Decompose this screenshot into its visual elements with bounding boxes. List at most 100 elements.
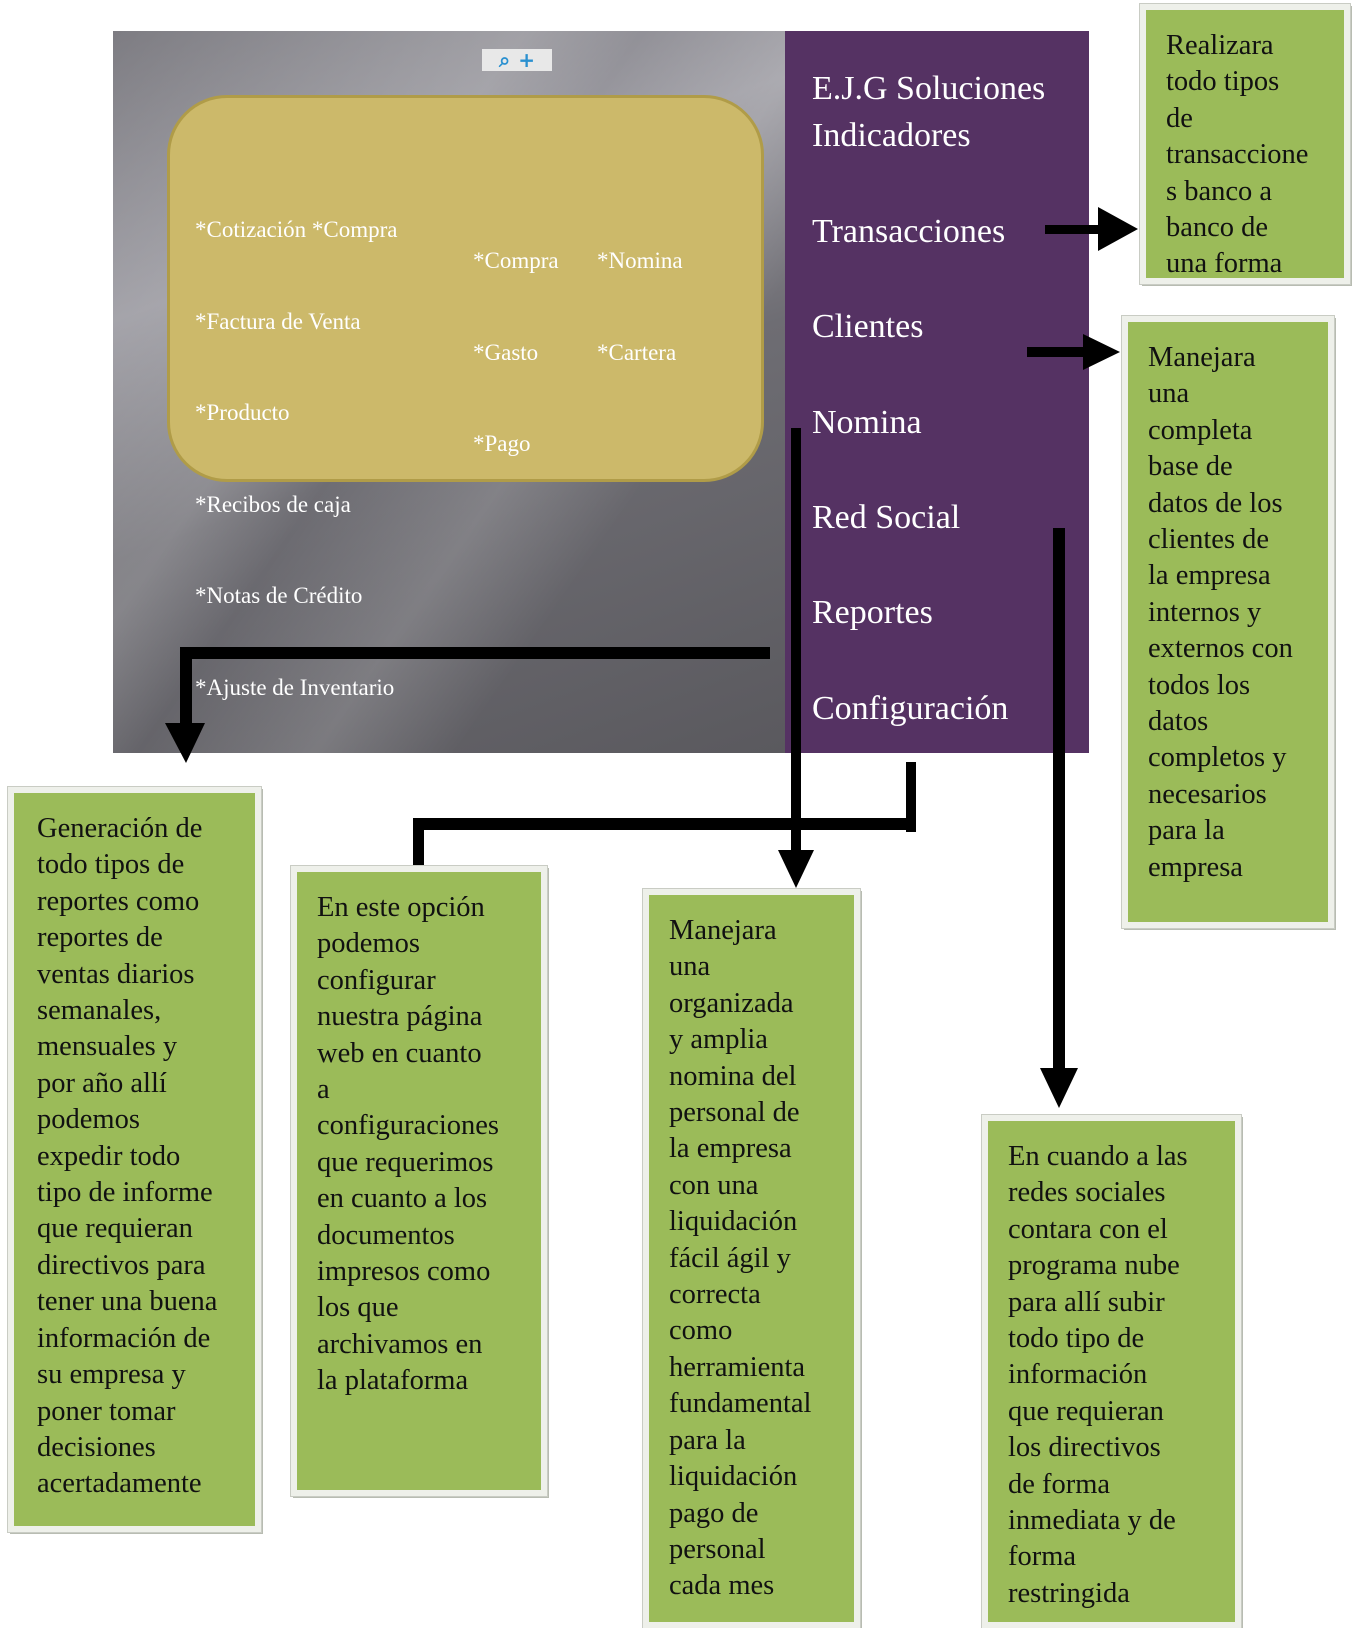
modules-card — [167, 95, 764, 482]
note-line: datos de los — [1148, 487, 1283, 519]
note-line: web en cuanto — [317, 1037, 482, 1069]
plus-icon[interactable]: + — [518, 48, 535, 72]
note-line: Manejara — [669, 915, 777, 946]
note-line: podemos — [317, 928, 420, 960]
note-line: de forma — [1008, 1468, 1111, 1500]
menu-item-configuracion[interactable]: Configuración — [812, 690, 1009, 727]
menu-item-transacciones[interactable]: Transacciones — [812, 213, 1006, 250]
note-line: tener una buena — [37, 1286, 218, 1318]
note-line: liquidación — [669, 1461, 798, 1493]
note-line: empresa — [1148, 851, 1243, 883]
card-item: *Nomina — [597, 248, 683, 273]
note-line: personal — [669, 1533, 766, 1565]
note-line: personal de — [669, 1097, 800, 1129]
arrow-reportes-h — [180, 647, 770, 659]
note-line: inmediata y de — [1008, 1505, 1176, 1537]
arrow-reportes-v — [180, 647, 192, 727]
note-line: fácil ágil y — [669, 1242, 791, 1274]
search-icon[interactable]: ⌕ — [499, 48, 511, 72]
card-item: *Pago — [473, 431, 531, 456]
note-line: En cuando a las — [1008, 1141, 1188, 1172]
note-red-social: En cuando a las redes sociales contara c… — [981, 1114, 1242, 1628]
brand-title: E.J.G Soluciones — [812, 70, 1046, 107]
menu-item-clientes[interactable]: Clientes — [812, 308, 924, 345]
note-line: mensuales y — [37, 1031, 178, 1063]
note-line: todo tipos — [1166, 66, 1280, 98]
note-line: s banco a — [1166, 175, 1273, 207]
card-item: *Producto — [195, 400, 290, 425]
arrow-nomina-head — [778, 850, 814, 888]
note-line: la empresa — [669, 1133, 792, 1165]
note-line: que requieran — [1008, 1395, 1164, 1427]
note-line: internos y — [1148, 596, 1262, 628]
note-line: cada mes — [669, 1570, 775, 1602]
note-line: tipo de informe — [37, 1177, 213, 1209]
note-line: nomina del — [669, 1060, 797, 1092]
note-line: clientes de — [1148, 524, 1270, 556]
card-item: *Compra — [473, 248, 559, 273]
note-line: todos los — [1148, 669, 1251, 701]
note-line: expedir todo — [37, 1140, 181, 1172]
menu-item-indicadores[interactable]: Indicadores — [812, 117, 971, 154]
note-line: podemos — [37, 1104, 140, 1136]
note-line: transaccione — [1166, 139, 1309, 171]
note-line: programa nube — [1008, 1250, 1180, 1282]
arrow-transacciones-head — [1098, 207, 1138, 251]
card-column-3: *Nomina *Cartera — [597, 185, 683, 399]
card-item: *Ajuste de Inventario — [195, 674, 395, 700]
menu-item-red-social[interactable]: Red Social — [812, 499, 961, 536]
card-item: *Notas de Crédito — [195, 583, 363, 608]
menu-item-reportes[interactable]: Reportes — [812, 594, 933, 631]
note-line: su empresa y — [37, 1359, 186, 1391]
note-line: Realizara — [1166, 30, 1274, 61]
note-line: a — [317, 1074, 330, 1106]
card-item: *Factura de Venta — [195, 308, 361, 334]
card-item: *Cartera — [597, 339, 677, 365]
arrow-config-v1 — [906, 762, 916, 832]
note-line: una forma — [1166, 248, 1283, 280]
note-line: completa — [1148, 414, 1253, 446]
note-clientes: Manejara una completa base de datos de l… — [1121, 315, 1335, 929]
note-line: pago de — [669, 1497, 759, 1529]
note-line: Manejara — [1148, 342, 1256, 373]
note-line: para la — [1148, 815, 1225, 847]
note-line: impresos como — [317, 1256, 491, 1288]
note-line: una — [1148, 378, 1190, 410]
card-item: *Gasto — [473, 339, 539, 365]
note-line: restringida — [1008, 1577, 1130, 1609]
card-item: *Cotización *Compra — [195, 217, 398, 242]
note-line: todo tipo de — [1008, 1323, 1145, 1355]
note-line: externos con — [1148, 633, 1293, 665]
arrow-red-social-head — [1040, 1068, 1078, 1108]
zoom-toolbar: ⌕ + — [482, 49, 552, 71]
arrow-transacciones — [1045, 225, 1103, 234]
note-configuracion: En este opción podemos configurar nuestr… — [290, 865, 548, 1497]
note-line: de — [1166, 102, 1193, 134]
note-transacciones: Realizara todo tipos de transaccione s b… — [1139, 3, 1351, 285]
note-line: configurar — [317, 964, 436, 996]
note-line: completos y — [1148, 742, 1287, 774]
note-line: banco de — [1166, 212, 1269, 244]
note-line: base de — [1148, 451, 1233, 483]
card-item: *Notas de Traslado entre Bodegas — [195, 766, 510, 791]
note-line: organizada — [669, 987, 794, 1019]
note-line: semanales, — [37, 995, 162, 1027]
note-line: que requerimos — [317, 1146, 494, 1178]
note-line: como — [669, 1315, 733, 1347]
note-line: En este opción — [317, 892, 485, 923]
note-line: todo tipos de — [37, 849, 185, 881]
note-line: reportes como — [37, 885, 200, 917]
note-line: acertadamente — [37, 1468, 202, 1500]
note-line: necesarios — [1148, 778, 1267, 810]
note-line: los que — [317, 1292, 399, 1324]
note-line: Generación de — [37, 813, 203, 844]
menu-item-nomina[interactable]: Nomina — [812, 404, 922, 441]
note-reportes: Generación de todo tipos de reportes com… — [7, 786, 262, 1533]
arrow-clientes-head — [1083, 334, 1120, 370]
note-line: y amplia — [669, 1024, 768, 1056]
note-line: la plataforma — [317, 1365, 469, 1397]
card-column-2: *Compra *Gasto *Pago — [473, 185, 559, 490]
note-line: documentos — [317, 1219, 455, 1251]
arrow-nomina — [791, 428, 801, 854]
